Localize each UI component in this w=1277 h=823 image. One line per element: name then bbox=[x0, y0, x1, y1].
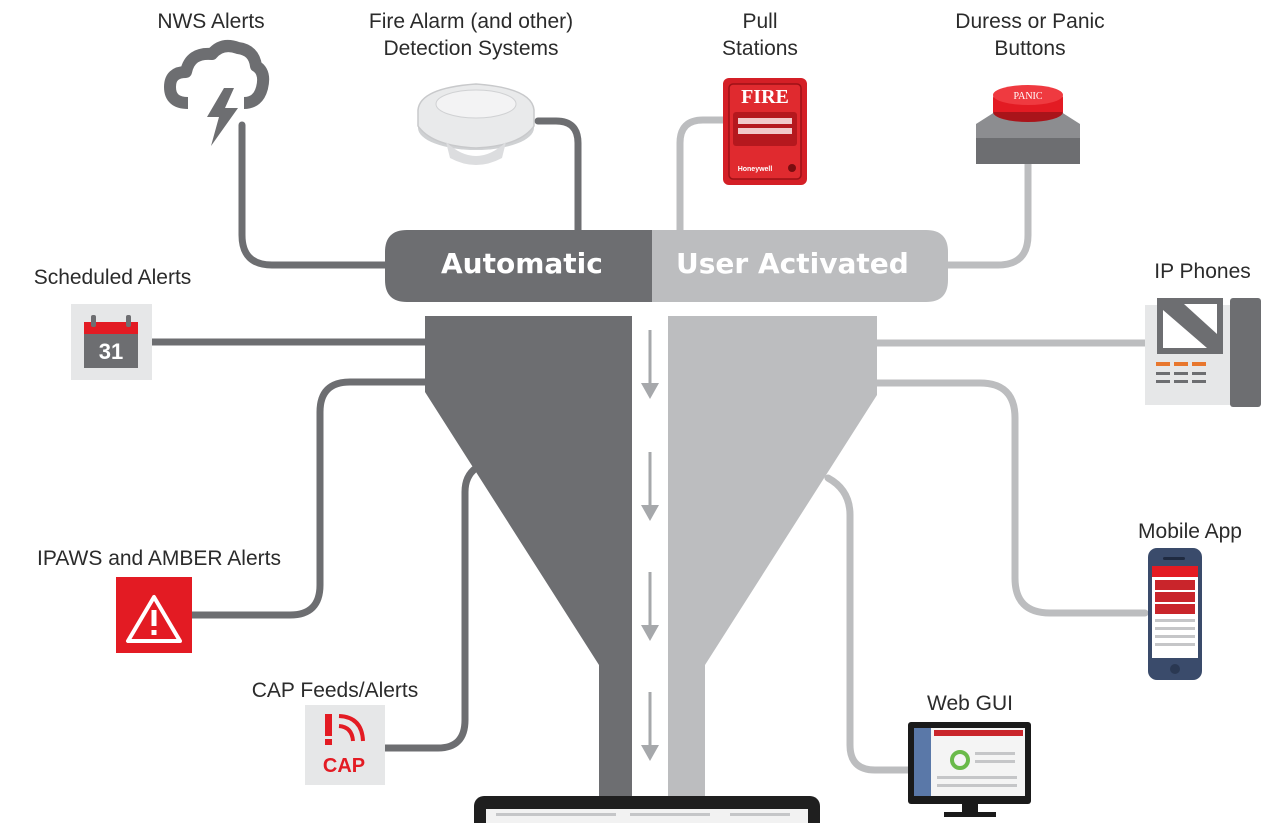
flow-arrows bbox=[641, 330, 659, 761]
fire-alarm-line1: Fire Alarm (and other) bbox=[368, 10, 574, 33]
mobile-app-text: Mobile App bbox=[1138, 520, 1242, 543]
ipaws-amber-text: IPAWS and AMBER Alerts bbox=[37, 547, 281, 570]
cap-feeds-label: CAP Feeds/Alerts bbox=[205, 677, 465, 704]
panic-buttons-line2: Buttons bbox=[994, 37, 1066, 60]
panic-connector bbox=[944, 158, 1032, 269]
nws-alerts-label: NWS Alerts bbox=[121, 8, 301, 35]
cloud-lightning-icon bbox=[164, 40, 270, 146]
webgui-connector bbox=[824, 474, 914, 774]
honeywell-brand-label: Honeywell bbox=[738, 166, 773, 173]
mobile-phone-icon bbox=[1148, 548, 1202, 680]
user-activated-label: User Activated bbox=[676, 247, 909, 280]
ip-phones-label: IP Phones bbox=[1130, 258, 1275, 285]
automatic-label: Automatic bbox=[441, 247, 603, 280]
panic-button-icon bbox=[976, 85, 1080, 164]
panic-label: PANIC bbox=[1013, 91, 1042, 102]
fire-alarm-label: Fire Alarm (and other) Detection Systems bbox=[321, 8, 621, 62]
scheduled-alerts-text: Scheduled Alerts bbox=[33, 266, 192, 289]
cap-feed-icon bbox=[305, 705, 385, 785]
ip-phone-icon bbox=[1145, 298, 1261, 407]
mobile-app-label: Mobile App bbox=[1105, 518, 1275, 545]
pull-stations-line1: Pull bbox=[742, 10, 778, 33]
mode-pill bbox=[385, 230, 948, 302]
funnel-automatic bbox=[425, 316, 632, 823]
monitor-icon bbox=[908, 722, 1031, 817]
nws-connector bbox=[238, 121, 392, 269]
fire-alarm-line2: Detection Systems bbox=[383, 37, 559, 60]
pull-station-connector bbox=[676, 116, 727, 236]
ipaws-connector bbox=[188, 378, 430, 619]
scheduled-alerts-label: Scheduled Alerts bbox=[0, 264, 225, 291]
automatic-connectors bbox=[148, 117, 582, 752]
panic-buttons-label: Duress or Panic Buttons bbox=[920, 8, 1140, 62]
web-gui-label: Web GUI bbox=[895, 690, 1045, 717]
cap-connector bbox=[381, 464, 480, 752]
laptop-icon bbox=[474, 796, 820, 823]
nws-alerts-text: NWS Alerts bbox=[157, 10, 265, 33]
ip-phones-text: IP Phones bbox=[1154, 260, 1251, 283]
funnel-user bbox=[668, 316, 877, 823]
web-gui-text: Web GUI bbox=[927, 692, 1013, 715]
fire-sign-label: FIRE bbox=[741, 86, 789, 108]
cap-feeds-text: CAP Feeds/Alerts bbox=[251, 679, 419, 702]
user-connectors bbox=[676, 116, 1149, 774]
pill-automatic bbox=[385, 230, 652, 302]
pull-station-icon bbox=[723, 78, 807, 185]
ipaws-amber-label: IPAWS and AMBER Alerts bbox=[0, 545, 318, 572]
panic-buttons-line1: Duress or Panic bbox=[955, 10, 1105, 33]
pull-stations-line2: Stations bbox=[722, 37, 798, 60]
warning-triangle-icon bbox=[116, 577, 192, 653]
cap-label: CAP bbox=[323, 755, 365, 777]
fire-alarm-connector bbox=[534, 117, 582, 236]
pill-user-activated bbox=[652, 230, 948, 302]
pull-stations-label: Pull Stations bbox=[690, 8, 830, 62]
calendar-day-number: 31 bbox=[99, 339, 123, 364]
mobile-connector bbox=[872, 379, 1149, 617]
smoke-detector-icon bbox=[417, 83, 535, 165]
calendar-icon bbox=[71, 304, 152, 380]
